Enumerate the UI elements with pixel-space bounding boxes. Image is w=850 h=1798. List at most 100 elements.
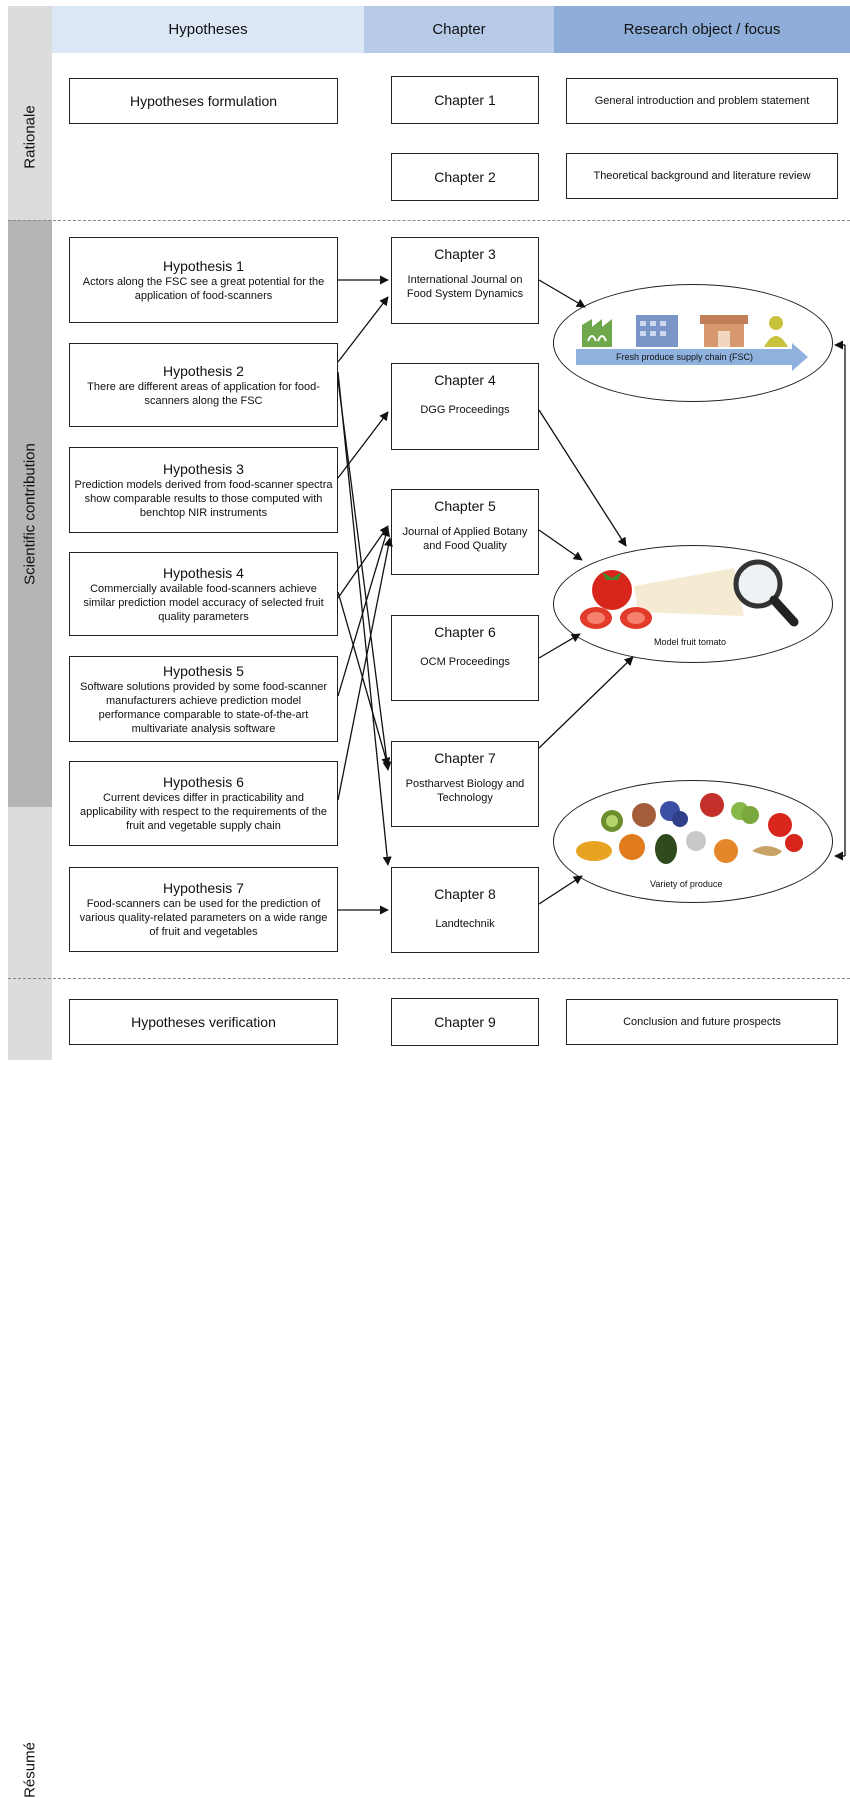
hyp-formulation-box: Hypotheses formulation (69, 78, 338, 124)
arrow-ch3-fsc (538, 279, 586, 308)
hypothesis-7: Hypothesis 7 Food-scanners can be used fo… (69, 867, 338, 952)
chapter2-label: Chapter 2 (434, 168, 496, 185)
arrow-h4-ch7 (337, 591, 391, 767)
arrow-ch8-produce (538, 875, 583, 905)
produce-ellipse: Variety of produce (553, 780, 833, 903)
hypothesis-5-text: Software solutions provided by some food… (79, 680, 328, 735)
chapter-3: Chapter 3 International Journal on Food S… (391, 237, 539, 324)
chapter-8-venue: Landtechnik (435, 918, 495, 930)
chapter2-box: Chapter 2 (391, 153, 539, 201)
header-research: Research object / focus (554, 6, 850, 53)
arrow-h2-ch3 (337, 296, 389, 363)
conclusion-label: Conclusion and future prospects (623, 1016, 781, 1028)
focus2-label: Theoretical background and literature re… (593, 170, 811, 182)
chapter-6-venue: OCM Proceedings (420, 656, 510, 668)
hypothesis-2-title: Hypothesis 2 (163, 362, 244, 379)
chapter-6-title: Chapter 6 (434, 624, 496, 640)
chapter-8: Chapter 8 Landtechnik (391, 867, 539, 953)
header-chapter-label: Chapter (432, 21, 486, 38)
focus1-box: General introduction and problem stateme… (566, 78, 838, 124)
side-scientific: Scientific contribution (8, 220, 52, 807)
hypothesis-4-title: Hypothesis 4 (163, 564, 244, 581)
chapter-7-venue: Postharvest Biology and Technology (405, 778, 525, 804)
chapter-4-venue: DGG Proceedings (420, 404, 510, 416)
chapter-3-venue: International Journal on Food System Dyn… (406, 274, 524, 300)
hyp-formulation-label: Hypotheses formulation (129, 92, 278, 109)
chapter-4: Chapter 4 DGG Proceedings (391, 363, 539, 450)
arrow-h4-ch5 (337, 525, 389, 599)
hypothesis-6: Hypothesis 6 Current devices differ in pr… (69, 761, 338, 846)
store-icon (700, 315, 748, 347)
hypothesis-5-title: Hypothesis 5 (163, 662, 244, 679)
chapter-4-title: Chapter 4 (434, 372, 496, 388)
chapter-3-title: Chapter 3 (434, 246, 496, 262)
side-resume-label: Résumé (21, 1742, 39, 1798)
hyp-verification-label: Hypotheses verification (131, 1013, 276, 1030)
hypothesis-6-text: Current devices differ in practicability… (79, 792, 328, 832)
arrow-h3-ch4 (337, 411, 389, 479)
header-hypotheses: Hypotheses (52, 6, 364, 53)
arrow-ch7-tomato (538, 656, 634, 749)
arrow-ch5-tomato (538, 529, 583, 561)
chapter-7: Chapter 7 Postharvest Biology and Technol… (391, 741, 539, 827)
tomato-illustration (580, 559, 799, 629)
focus2-box: Theoretical background and literature re… (566, 153, 838, 199)
side-resume: Résumé (8, 807, 52, 1798)
produce-illustration (576, 793, 803, 864)
arrow-h6-ch5 (337, 537, 393, 801)
arrow-h5-ch5 (337, 527, 391, 697)
chapter-6: Chapter 6 OCM Proceedings (391, 615, 539, 701)
chapter9-box: Chapter 9 (391, 998, 539, 1046)
chapter9-label: Chapter 9 (434, 1013, 496, 1030)
connector-arrows (337, 275, 846, 915)
separator-bottom (8, 978, 850, 979)
hypothesis-6-title: Hypothesis 6 (163, 774, 244, 790)
header-hypotheses-label: Hypotheses (168, 21, 248, 38)
conclusion-box: Conclusion and future prospects (566, 999, 838, 1045)
chapter-5-venue: Journal of Applied Botany and Food Quali… (402, 526, 528, 552)
tomato-ellipse: Model fruit tomato (553, 545, 833, 663)
arrow-h2-ch8 (337, 371, 392, 866)
hypothesis-7-title: Hypothesis 7 (163, 880, 244, 896)
chapter1-box: Chapter 1 (391, 76, 539, 124)
fsc-ellipse: Fresh produce supply chain (FSC) (553, 284, 833, 402)
hypothesis-1-text: Actors along the FSC see a great potenti… (82, 275, 325, 302)
warehouse-icon (636, 315, 678, 347)
hypothesis-7-text: Food-scanners can be used for the predic… (79, 898, 328, 938)
fsc-produce-bracket (834, 340, 846, 861)
chapter-5: Chapter 5 Journal of Applied Botany and F… (391, 489, 539, 575)
chapter-8-title: Chapter 8 (434, 886, 496, 902)
arrow-h2-ch7 (337, 379, 392, 771)
hypothesis-3-text: Prediction models derived from food-scan… (74, 478, 333, 519)
side-rationale: Rationale (8, 53, 52, 220)
chapter-5-title: Chapter 5 (434, 498, 496, 514)
tomato-caption: Model fruit tomato (654, 637, 727, 647)
chapter1-label: Chapter 1 (434, 91, 496, 108)
fsc-arrow (576, 343, 808, 371)
tomato-icon (580, 568, 744, 629)
arrow-ch4-tomato (538, 409, 627, 547)
produce-icon (576, 793, 803, 864)
hypothesis-3-title: Hypothesis 3 (163, 460, 244, 477)
header-chapter: Chapter (364, 6, 554, 53)
arrow-ch6-tomato (538, 633, 581, 659)
chapter-7-title: Chapter 7 (434, 750, 496, 766)
hypothesis-1-title: Hypothesis 1 (163, 257, 244, 274)
consumer-icon (764, 316, 788, 347)
fsc-caption: Fresh produce supply chain (FSC) (616, 352, 754, 362)
separator-top (8, 220, 850, 221)
factory-icon (582, 319, 612, 347)
header-research-label: Research object / focus (623, 21, 781, 38)
hypothesis-4-text: Commercially available food-scanners ach… (83, 582, 324, 623)
produce-caption: Variety of produce (650, 879, 723, 889)
hyp-verification-box: Hypotheses verification (69, 999, 338, 1045)
magnifier-icon (733, 559, 799, 627)
focus1-label: General introduction and problem stateme… (594, 95, 810, 107)
hypothesis-2-text: There are different areas of application… (87, 380, 320, 407)
header-corner (8, 6, 52, 53)
